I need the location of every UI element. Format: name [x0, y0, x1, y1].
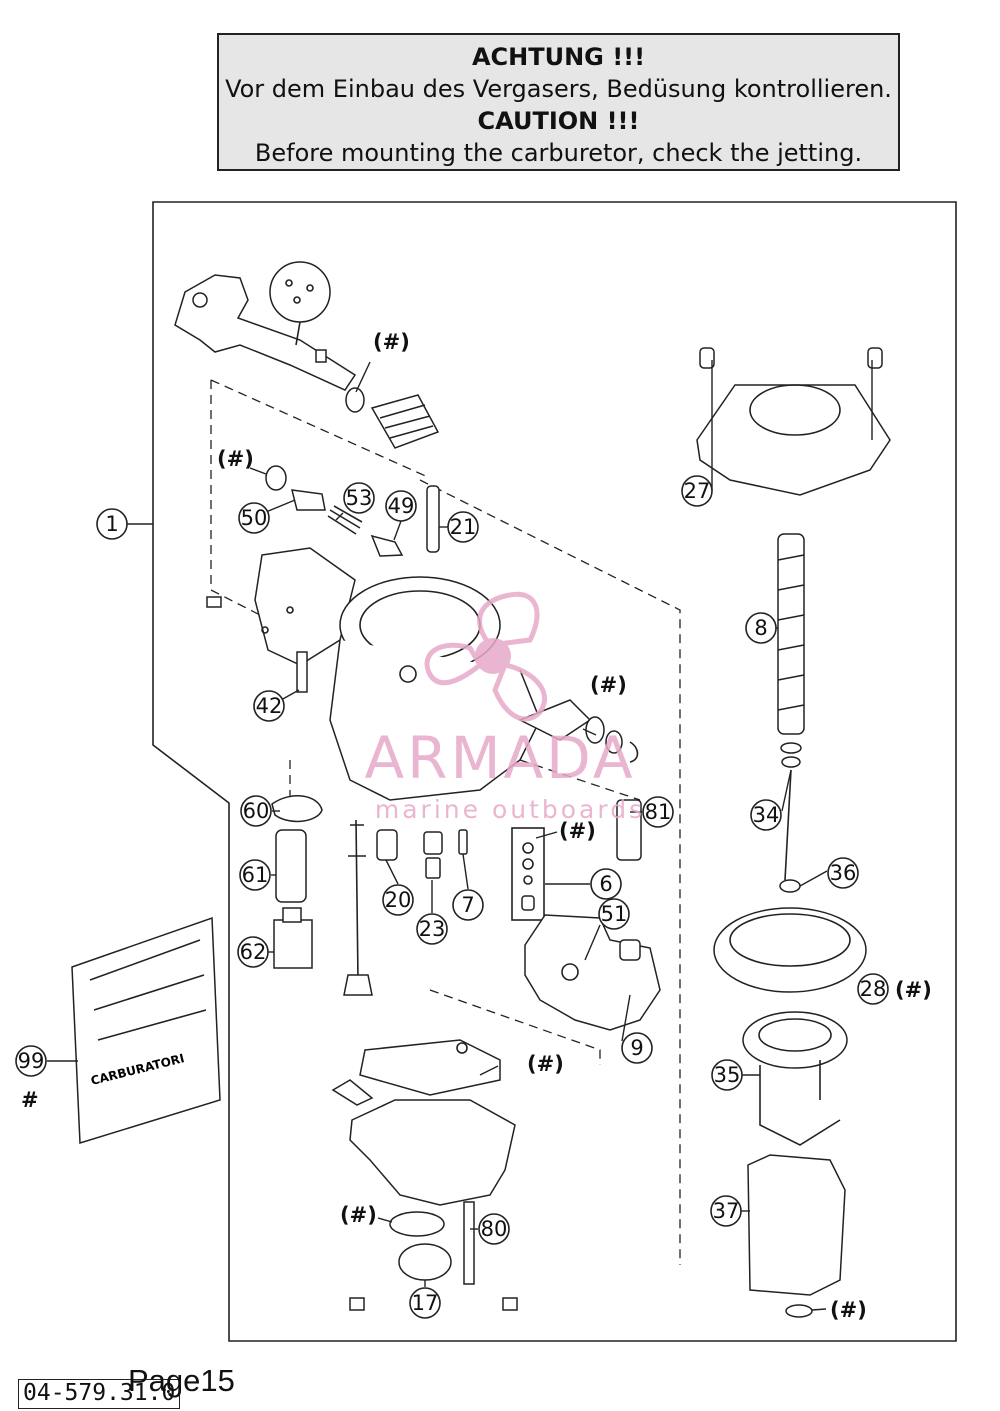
diagram-frame [152, 201, 957, 1342]
idle-screw-assembly [265, 465, 440, 557]
svg-text:37: 37 [713, 1199, 740, 1223]
carburetor-bag: CARBURATORI [71, 916, 221, 1145]
callout-42: 42 [253, 690, 285, 722]
svg-text:53: 53 [346, 486, 373, 510]
caution-box: ACHTUNG !!! Vor dem Einbau des Vergasers… [217, 33, 900, 171]
document-number: 04-579.31.0 [18, 1379, 181, 1409]
caution-title-de: ACHTUNG !!! [471, 43, 646, 71]
callout-23: 23 [416, 913, 448, 945]
svg-text:50: 50 [241, 506, 268, 530]
hash-mark: # [21, 1088, 39, 1112]
callout-21: 21 [447, 511, 479, 543]
svg-text:42: 42 [256, 694, 283, 718]
carburetor-body [206, 547, 642, 861]
watermark-tagline: marine outboards [375, 795, 645, 824]
svg-text:23: 23 [419, 917, 446, 941]
callout-37: 37 [710, 1195, 742, 1227]
callout-50: 50 [238, 502, 270, 534]
callout-60: 60 [240, 795, 272, 827]
svg-text:21: 21 [450, 515, 477, 539]
hash-mark: (#) [217, 447, 254, 471]
callout-1: 1 [96, 508, 128, 540]
svg-text:9: 9 [630, 1036, 643, 1060]
svg-text:36: 36 [830, 861, 857, 885]
callout-80: 80 [478, 1213, 510, 1245]
callout-7: 7 [452, 889, 484, 921]
callout-9: 9 [621, 1032, 653, 1064]
hash-mark: (#) [590, 673, 627, 697]
svg-text:49: 49 [388, 494, 415, 518]
top-cover-assembly [174, 261, 440, 449]
svg-text:81: 81 [645, 800, 672, 824]
float-assembly [524, 914, 661, 1031]
caution-text-de: Vor dem Einbau des Vergasers, Bedüsung k… [225, 75, 892, 103]
slide-assembly [696, 347, 891, 1318]
callout-51: 51 [598, 898, 630, 930]
callout-27: 27 [681, 475, 713, 507]
hash-mark: (#) [895, 978, 932, 1002]
watermark-name: ARMADA [364, 724, 635, 792]
callout-81: 81 [642, 796, 674, 828]
callout-28: 28 [857, 973, 889, 1005]
callout-20: 20 [382, 884, 414, 916]
hash-mark: (#) [373, 330, 410, 354]
callout-62: 62 [237, 936, 269, 968]
svg-text:28: 28 [860, 977, 887, 1001]
svg-text:60: 60 [243, 799, 270, 823]
hash-mark: (#) [340, 1203, 377, 1227]
svg-text:61: 61 [242, 863, 269, 887]
callout-61: 61 [239, 859, 271, 891]
callout-99: 99 [15, 1045, 47, 1077]
callout-53: 53 [343, 482, 375, 514]
callout-34: 34 [750, 799, 782, 831]
hash-mark: (#) [559, 819, 596, 843]
callout-35: 35 [711, 1059, 743, 1091]
svg-text:99: 99 [18, 1049, 45, 1073]
svg-text:80: 80 [481, 1217, 508, 1241]
svg-text:20: 20 [385, 888, 412, 912]
caution-title-en: CAUTION !!! [477, 107, 640, 135]
svg-text:34: 34 [753, 803, 780, 827]
svg-text:7: 7 [461, 893, 474, 917]
svg-text:8: 8 [754, 616, 767, 640]
hash-mark: (#) [527, 1052, 564, 1076]
hash-mark: (#) [830, 1298, 867, 1322]
callout-6: 6 [590, 868, 622, 900]
callout-49: 49 [385, 490, 417, 522]
caution-text-en: Before mounting the carburetor, check th… [254, 139, 863, 167]
assembly-guides [210, 379, 681, 1265]
armada-watermark: ARMADA marine outboards [364, 591, 645, 824]
svg-text:35: 35 [714, 1063, 741, 1087]
svg-text:62: 62 [240, 940, 267, 964]
svg-text:51: 51 [601, 902, 628, 926]
page-label: Page15 [128, 1363, 235, 1398]
jets-and-needles [271, 795, 545, 996]
svg-text:1: 1 [105, 512, 118, 536]
svg-text:17: 17 [412, 1291, 439, 1315]
callout-36: 36 [827, 857, 859, 889]
leader-lines [47, 360, 873, 1311]
svg-text:27: 27 [684, 479, 711, 503]
float-bowl [331, 1039, 518, 1311]
svg-text:6: 6 [599, 872, 612, 896]
callout-17: 17 [409, 1287, 441, 1319]
callout-8: 8 [745, 612, 777, 644]
propeller-logo-icon [424, 591, 548, 722]
